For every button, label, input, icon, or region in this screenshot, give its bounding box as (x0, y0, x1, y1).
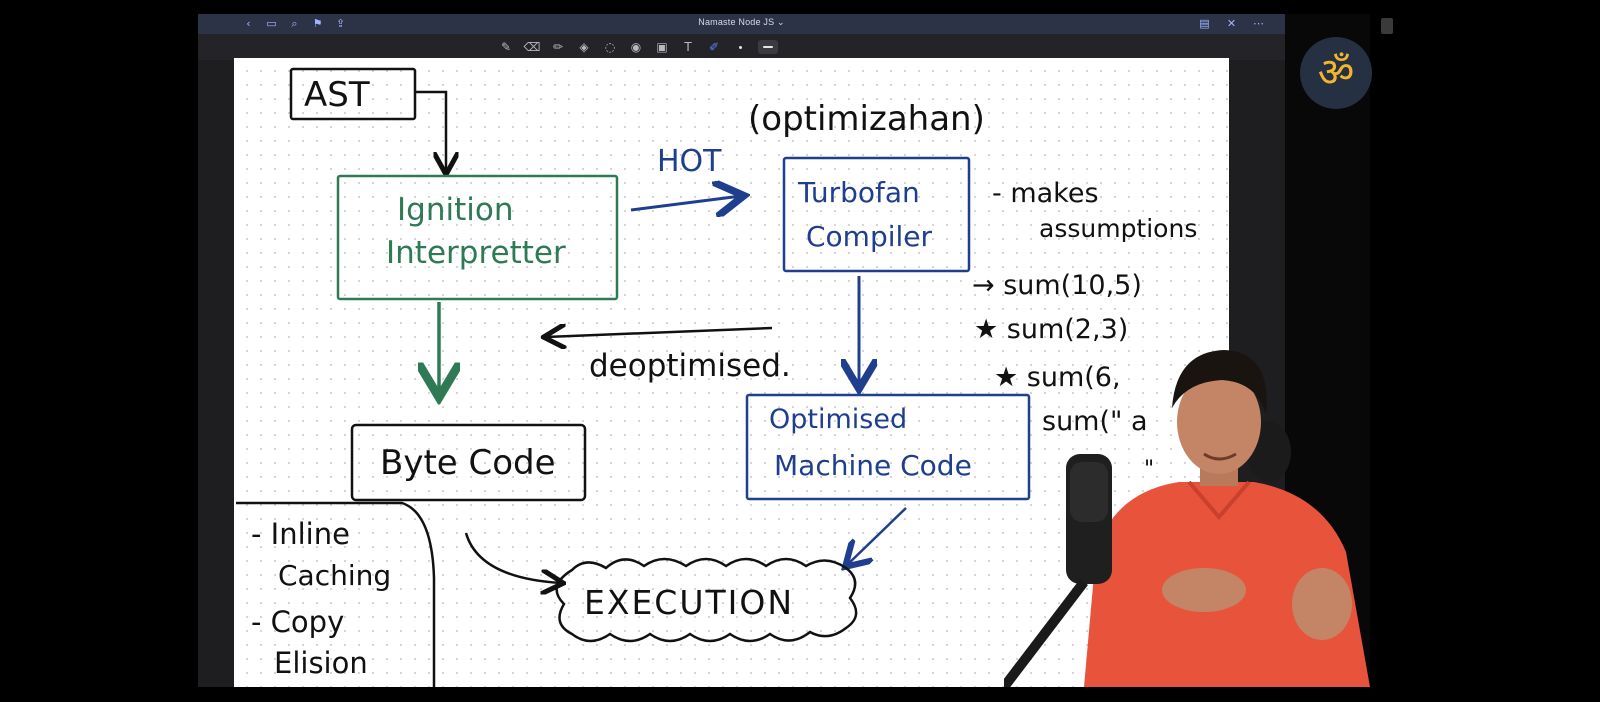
sum-call-3: ★ sum(6, (994, 362, 1121, 393)
ignition-box (336, 174, 619, 301)
optimised-label-2: Machine Code (774, 449, 972, 482)
image-icon[interactable]: ▣ (656, 40, 668, 54)
ignition-label-2: Interpretter (386, 235, 566, 271)
title-bar: ‹ ▭ ⌕ ⚑ ⇪ Namaste Node JS ⌄ ▤ ✕ ⋯ (198, 14, 1285, 34)
execution-label: EXECUTION (584, 583, 794, 622)
deoptimised-label: deoptimised. (589, 348, 791, 384)
optimised-machine-code-box (745, 393, 1031, 501)
makes-label: - makes (992, 178, 1099, 209)
lasso-icon[interactable]: ◌ (604, 40, 616, 54)
turbofan-label-1: Turbofan (797, 176, 920, 209)
presenter-face (1177, 370, 1261, 474)
optimised-label-1: Optimised (769, 404, 907, 435)
drawing-toolbar: ✎ ⌫ ✏ ◈ ◌ ◉ ▣ T ✐ (198, 34, 1285, 60)
pen-size-dot[interactable] (732, 39, 748, 55)
optimizations-bracket (236, 501, 436, 687)
assumptions-label: assumptions (1039, 214, 1197, 243)
turbofan-box (782, 156, 971, 273)
sidebar-icon[interactable]: ▭ (266, 17, 277, 30)
ast-box (289, 67, 417, 121)
inline-caching-label-1: - Inline (251, 517, 350, 551)
shirt-collar (1187, 480, 1251, 521)
bytecode-label: Byte Code (380, 443, 556, 483)
ast-label: AST (304, 75, 370, 115)
presenter-mouth (1203, 452, 1237, 461)
search-icon[interactable]: ⌕ (291, 17, 298, 30)
stroke-style-button[interactable] (758, 40, 778, 54)
document-icon[interactable]: ▤ (1199, 17, 1210, 30)
turbofan-label-2: Compiler (806, 220, 933, 253)
optimization-label: (optimizahan) (748, 99, 985, 139)
ditto-mark: " (1144, 457, 1154, 482)
machine-code-to-execution-arrow (847, 507, 907, 565)
bytecode-box (350, 423, 587, 502)
presenter-left-hand (1162, 568, 1246, 612)
hot-label: HOT (657, 144, 722, 179)
eraser-icon[interactable]: ⌫ (523, 40, 541, 54)
close-icon[interactable]: ✕ (1226, 17, 1237, 30)
highlighter-icon[interactable]: ✏ (552, 40, 564, 54)
whiteboard-page[interactable]: AST Ignition Interpretter HOT (optimizah… (234, 58, 1229, 687)
bytecode-to-execution-arrow (464, 532, 561, 583)
more-icon[interactable]: ⋯ (1253, 17, 1264, 30)
sum-call-4: sum(" a (1042, 406, 1148, 437)
inline-caching-label-2: Caching (278, 559, 391, 592)
channel-logo: ॐ (1300, 37, 1372, 109)
share-icon[interactable]: ⇪ (335, 17, 346, 30)
deoptimised-arrow (546, 328, 773, 337)
presenter-hair (1172, 350, 1267, 414)
color-picker-icon[interactable]: ✐ (708, 40, 720, 54)
bookmark-icon[interactable]: ⚑ (312, 17, 323, 30)
ast-to-ignition-arrow (415, 90, 446, 172)
eye-icon[interactable]: ◉ (630, 40, 642, 54)
logo-glyph: ॐ (1317, 50, 1355, 96)
copy-elision-label-2: Elision (274, 646, 368, 680)
microphone-grille (1070, 462, 1108, 522)
presenter-overlay (1004, 350, 1370, 687)
ignition-label-1: Ignition (397, 192, 513, 228)
text-box-icon[interactable]: T (684, 40, 692, 54)
copy-elision-label-1: - Copy (251, 605, 344, 639)
pen-icon[interactable]: ✎ (500, 40, 512, 54)
execution-cloud (555, 557, 858, 643)
shapes-icon[interactable]: ◈ (579, 40, 589, 54)
notes-app-window: ‹ ▭ ⌕ ⚑ ⇪ Namaste Node JS ⌄ ▤ ✕ ⋯ ✎ ⌫ ✏ … (198, 14, 1285, 687)
sum-call-2: ★ sum(2,3) (974, 314, 1128, 345)
presenter-right-hand (1292, 568, 1352, 640)
corner-indicator (1381, 18, 1393, 34)
diagram-canvas: AST Ignition Interpretter HOT (optimizah… (236, 67, 1197, 687)
document-title[interactable]: Namaste Node JS ⌄ (698, 17, 785, 27)
chevron-left-icon[interactable]: ‹ (246, 17, 251, 30)
mic-stand (1004, 578, 1088, 687)
sum-call-1: → sum(10,5) (972, 270, 1142, 301)
hot-arrow (630, 196, 741, 210)
